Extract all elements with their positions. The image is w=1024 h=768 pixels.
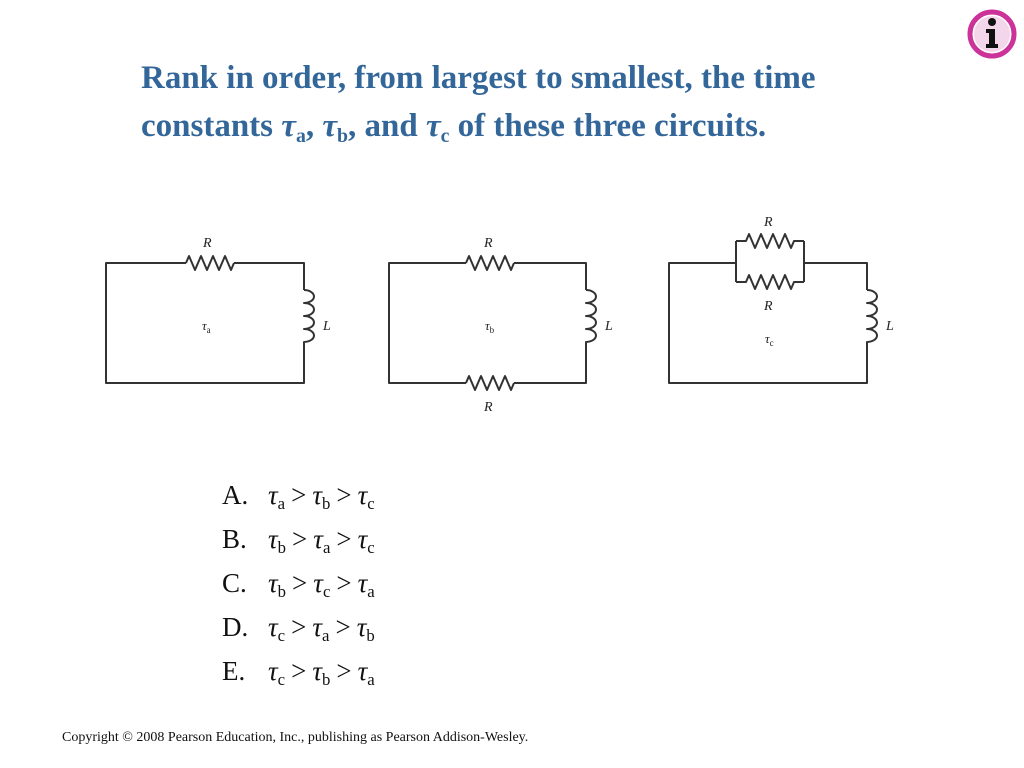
inductor-c: [866, 289, 878, 355]
resistor-label-a: R: [202, 236, 212, 251]
resistor-c-bottom: [736, 274, 804, 290]
resistor-a: [185, 255, 235, 271]
inductor-label-c: L: [885, 319, 894, 334]
answer-expression: τa>τb>τc: [268, 480, 375, 514]
inductor-b: [585, 289, 597, 355]
answer-choices: A. τa>τb>τc B. τb>τa>τc C. τb>τc>τa D. τ…: [222, 475, 375, 695]
answer-letter: C.: [222, 568, 247, 598]
info-icon[interactable]: [966, 8, 1018, 60]
answer-a[interactable]: A. τa>τb>τc: [222, 475, 375, 519]
copyright-text: Copyright © 2008 Pearson Education, Inc.…: [62, 730, 529, 745]
inductor-label-b: L: [604, 319, 613, 334]
answer-letter: E.: [222, 656, 246, 686]
question-text: Rank in order, from largest to smallest,…: [141, 60, 816, 147]
answer-e[interactable]: E. τc>τb>τa: [222, 651, 375, 695]
tau-label-b: τb: [485, 318, 495, 335]
resistor-b-top: [465, 255, 515, 271]
answer-expression: τb>τa>τc: [268, 524, 375, 558]
answer-c[interactable]: C. τb>τc>τa: [222, 563, 375, 607]
answer-b[interactable]: B. τb>τa>τc: [222, 519, 375, 563]
tau-label-c: τc: [765, 331, 774, 348]
answer-expression: τc>τb>τa: [268, 656, 375, 690]
resistor-label-c-bottom: R: [763, 299, 773, 314]
answer-d[interactable]: D. τc>τa>τb: [222, 607, 375, 651]
answer-letter: A.: [222, 480, 249, 510]
resistor-b-bottom: [465, 375, 515, 391]
answer-letter: D.: [222, 612, 249, 642]
tau-label-a: τa: [202, 318, 211, 335]
inductor-label-a: L: [322, 319, 331, 334]
resistor-c-top: [736, 233, 804, 249]
circuit-c: [668, 233, 878, 384]
answer-letter: B.: [222, 524, 247, 554]
inductor-a: [303, 289, 315, 355]
resistor-label-c-top: R: [763, 215, 773, 230]
answer-expression: τc>τa>τb: [268, 612, 375, 646]
resistor-label-b-top: R: [483, 236, 493, 251]
circuit-diagrams: R L τa R R L τb R R L τc: [105, 215, 894, 415]
resistor-label-b-bottom: R: [483, 400, 493, 415]
answer-expression: τb>τc>τa: [268, 568, 375, 602]
circuit-a: [105, 255, 315, 384]
circuit-b: [388, 255, 597, 391]
